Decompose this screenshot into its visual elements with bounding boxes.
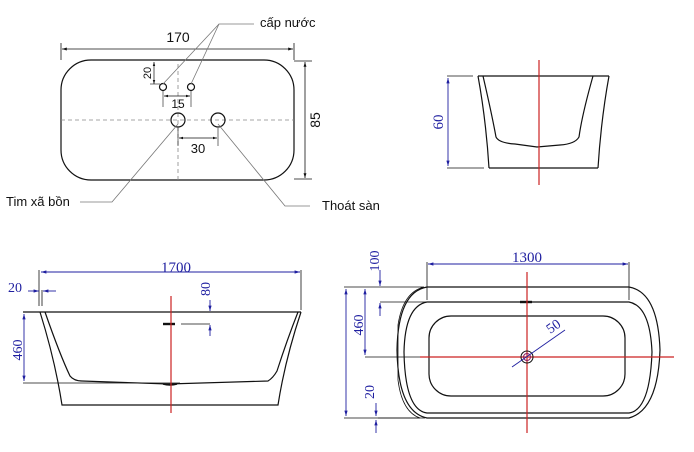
side-view-diagram xyxy=(23,270,302,413)
end-outer-right-wall xyxy=(597,75,610,169)
plan-length-label: 1300 xyxy=(512,250,542,266)
floor-drain-callout: Thoát sàn xyxy=(322,198,380,213)
plan-drain-outer xyxy=(520,350,534,364)
side-rim-label: 20 xyxy=(8,281,22,296)
supply-offset-label: 20 xyxy=(142,67,154,79)
end-inner-basin xyxy=(482,75,594,148)
end-outer-left-wall xyxy=(477,75,490,169)
plan-outer-rim xyxy=(396,286,661,419)
plan-height-label: 85 xyxy=(307,112,323,128)
side-height-label: 460 xyxy=(11,340,26,361)
plan-inner-rim xyxy=(403,301,653,414)
water-supply-callout: cấp nước xyxy=(260,15,316,30)
side-overflow-label: 80 xyxy=(199,282,214,296)
plan-drain-diameter-label: 50 xyxy=(544,317,564,337)
end-height-label: 60 xyxy=(431,115,447,130)
side-length-label: 1700 xyxy=(161,260,191,276)
side-outer-profile xyxy=(39,311,302,406)
water-supply-hole-right xyxy=(186,82,196,92)
end-view-diagram xyxy=(446,60,610,185)
tub-drain-hole xyxy=(170,112,186,128)
plan-view-dimensions xyxy=(344,262,628,433)
plan-view-diagram xyxy=(344,262,674,433)
drain-spacing-label: 30 xyxy=(191,141,205,156)
side-view-dimensions xyxy=(22,270,300,381)
floor-plan-diagram xyxy=(60,43,312,181)
floor-drain-hole xyxy=(210,112,226,128)
plan-width-label: 170 xyxy=(166,29,190,45)
supply-spacing-label: 15 xyxy=(171,97,185,111)
tub-center-leader xyxy=(80,123,179,203)
plan-drain-inner xyxy=(523,353,531,361)
water-supply-leader-right xyxy=(190,23,220,85)
water-supply-hole-left xyxy=(158,82,168,92)
floor-drain-leader xyxy=(217,123,310,207)
tub-center-callout: Tim xã bồn xyxy=(6,194,70,209)
plan-overflow-offset-label: 100 xyxy=(368,251,383,272)
side-inner-basin xyxy=(44,311,299,385)
plan-drain-offset-label: 460 xyxy=(352,315,367,336)
callout-leaders xyxy=(80,23,310,207)
plan-rim-label: 20 xyxy=(363,385,378,399)
